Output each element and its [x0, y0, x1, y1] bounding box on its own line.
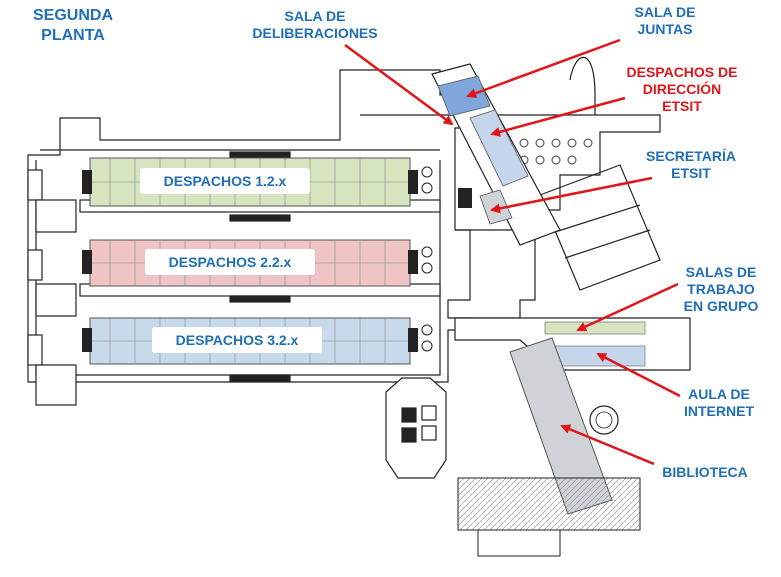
south-block — [385, 377, 447, 479]
arrow-secretaria — [490, 176, 653, 214]
arrow-biblioteca — [560, 424, 655, 466]
arrow-grupo — [576, 282, 679, 332]
wing-label-3: DESPACHOS 3.2.x — [152, 327, 322, 353]
arrow-direccion — [490, 96, 626, 137]
callout-salas-trabajo: SALAS DE TRABAJO EN GRUPO — [683, 264, 759, 314]
callout-biblioteca: BIBLIOTECA — [662, 464, 748, 480]
arrow-juntas — [466, 38, 621, 98]
callout-arrows — [344, 38, 681, 466]
callout-sala-deliberaciones: SALA DE DELIBERACIONES — [252, 8, 378, 41]
callout-sala-juntas: SALA DE JUNTAS — [634, 4, 696, 37]
main-building-outline — [27, 69, 471, 406]
library-block — [454, 317, 691, 557]
wing-label-2: DESPACHOS 2.2.x — [145, 249, 315, 275]
callout-aula-internet: AULA DE INTERNET — [684, 386, 754, 419]
wing-label-1: DESPACHOS 1.2.x — [140, 168, 310, 194]
callout-despachos-direccion: DESPACHOS DE DIRECCIÓN ETSIT — [626, 64, 738, 114]
tower-block — [431, 63, 561, 246]
central-block-outline — [360, 56, 661, 319]
floor-title: SEGUNDA PLANTA — [32, 7, 113, 44]
callout-secretaria: SECRETARÍA ETSIT — [646, 148, 736, 181]
arrow-deliberaciones — [344, 43, 454, 126]
arrow-internet — [596, 352, 681, 398]
